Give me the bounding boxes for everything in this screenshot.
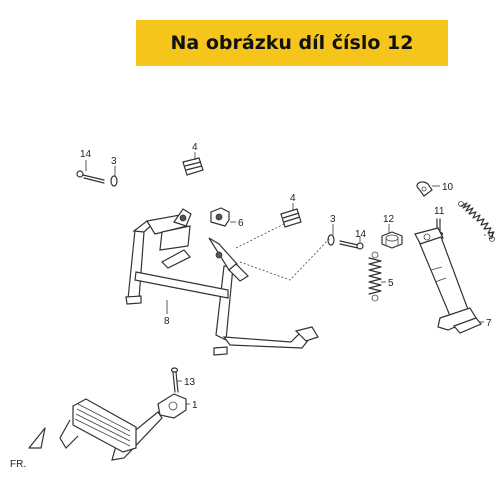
clip-part-10: [416, 181, 433, 197]
washer-part-3-left: [110, 175, 118, 187]
main-stand-part-7: [125, 208, 319, 356]
side-stand-part-8: [414, 227, 482, 334]
callout-11: 11: [434, 206, 445, 217]
spring-part-9: [458, 201, 495, 242]
callout-14-left: 14: [80, 149, 92, 160]
callout-9: 9: [488, 231, 494, 242]
banner-text: Na obrázku díl číslo 12: [170, 32, 414, 54]
callout-12: 12: [383, 214, 395, 225]
bolt-part-14-right: [339, 240, 364, 250]
info-banner: Na obrázku díl číslo 12: [136, 20, 448, 66]
bushing-part-6: [210, 207, 230, 227]
rubber-stop-part-4-mid: [280, 208, 302, 228]
callout-10: 10: [442, 182, 454, 193]
washer-part-3-right: [327, 234, 335, 246]
front-label: FR.: [10, 459, 26, 470]
nut-part-12: [381, 231, 403, 249]
callout-5: 5: [388, 278, 394, 289]
bolt-part-14-left: [76, 170, 105, 184]
callout-13: 13: [184, 377, 196, 388]
callout-8: 7: [486, 318, 492, 329]
front-direction-arrow-icon: [28, 427, 46, 449]
callout-4-top: 4: [192, 142, 198, 153]
callout-1: 1: [192, 400, 198, 411]
callout-6: 6: [238, 218, 244, 229]
callout-7: 8: [164, 316, 170, 327]
rubber-stop-part-4-top: [182, 157, 204, 176]
kick-lever-part-1: [59, 393, 187, 461]
assembly-line-upper: [235, 223, 285, 249]
assembly-line-lower: [239, 237, 331, 281]
callout-4-mid: 4: [290, 193, 296, 204]
pin-part-13: [170, 367, 179, 393]
callout-3-right: 3: [330, 214, 336, 225]
callout-3-left: 3: [111, 156, 117, 167]
callout-14-right: 14: [355, 229, 367, 240]
spring-part-5: [368, 251, 382, 302]
